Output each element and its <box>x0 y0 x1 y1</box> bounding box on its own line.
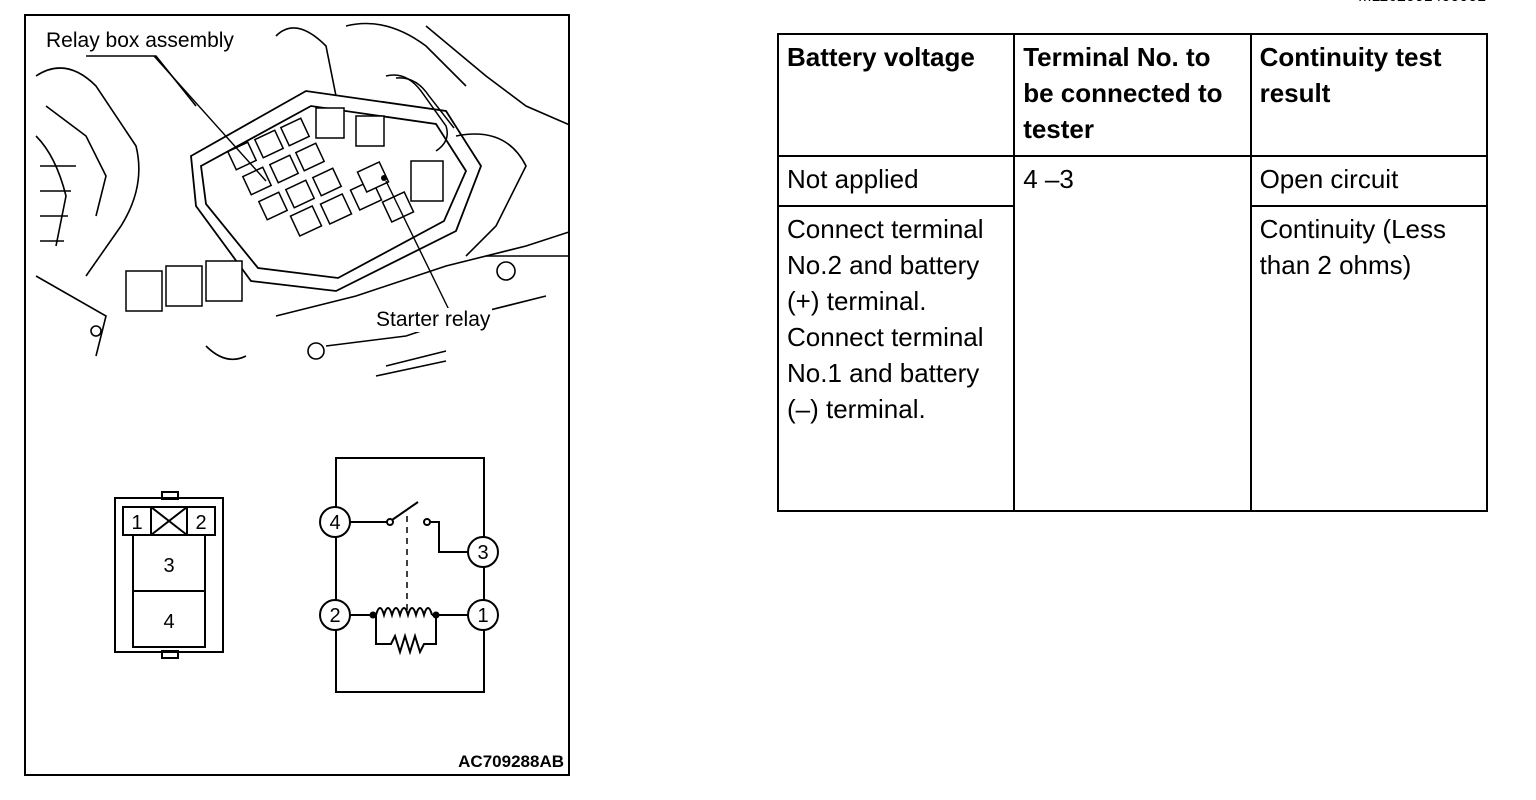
connector-terminal-3: 3 <box>163 555 174 577</box>
table-row: Not applied 4 –3 Open circuit <box>776 155 1489 512</box>
connector-terminal-2: 2 <box>195 512 206 534</box>
header-continuity-result: Continuity test result <box>1249 33 1489 157</box>
engine-bay-drawing: 1 2 3 4 4 3 2 1 <box>35 22 568 693</box>
table-header-row: Battery voltage Terminal No. to be conne… <box>776 33 1489 157</box>
cell-terminal: 4 –3 <box>1013 155 1252 512</box>
figure-code: AC709288AB <box>458 752 564 771</box>
connector-terminal-1: 1 <box>131 512 142 534</box>
continuity-test-table: Battery voltage Terminal No. to be conne… <box>776 33 1489 512</box>
cell-battery-voltage: Connect terminal No.2 and battery (+) te… <box>776 205 1016 512</box>
circuit-terminal-3: 3 <box>477 542 488 564</box>
header-terminal-no: Terminal No. to be connected to tester <box>1013 33 1252 157</box>
relay-figure: 1 2 3 4 4 3 2 1 <box>24 14 570 776</box>
cell-result: Open circuit <box>1249 155 1489 207</box>
starter-relay-label: Starter relay <box>374 308 493 332</box>
circuit-terminal-1: 1 <box>477 605 488 627</box>
circuit-terminal-2: 2 <box>329 605 340 627</box>
cell-result: Continuity (Less than 2 ohms) <box>1249 205 1489 512</box>
connector-terminal-4: 4 <box>163 611 174 633</box>
cell-battery-voltage: Not applied <box>776 155 1016 207</box>
header-battery-voltage: Battery voltage <box>776 33 1016 157</box>
circuit-terminal-4: 4 <box>329 512 340 534</box>
relay-box-label: Relay box assembly <box>44 29 236 53</box>
document-id: M1162001400001 <box>1358 0 1486 6</box>
table-row: Connect terminal No.2 and battery (+) te… <box>776 205 1489 512</box>
